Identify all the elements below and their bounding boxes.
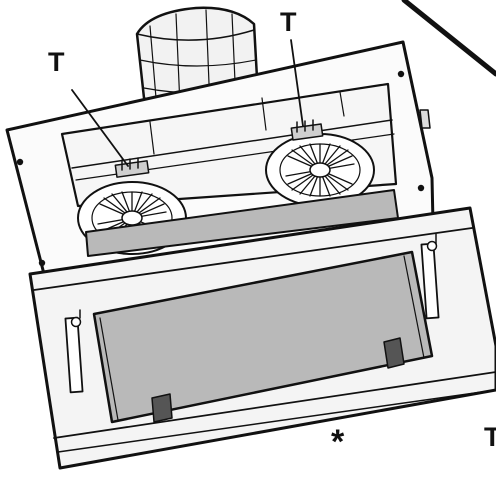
leader-line-right <box>290 39 304 127</box>
terminal-label-right: T <box>280 7 297 37</box>
leader-line-left <box>71 89 129 167</box>
asterisk-marker: * <box>331 423 345 461</box>
terminal-block-right-icon <box>290 119 324 141</box>
rail-right-icon <box>420 233 440 320</box>
edge-outline <box>401 0 496 77</box>
front-filter-panel <box>92 250 434 424</box>
filter-tab-right-icon <box>383 337 405 369</box>
terminal-block-left-icon <box>114 157 150 178</box>
filter-tab-left-icon <box>151 393 173 423</box>
terminal-label-left: T <box>48 47 65 77</box>
side-bracket <box>419 109 431 129</box>
terminal-label-edge: T <box>484 422 496 452</box>
screw-icon <box>16 70 425 267</box>
rail-left-icon <box>64 309 84 394</box>
